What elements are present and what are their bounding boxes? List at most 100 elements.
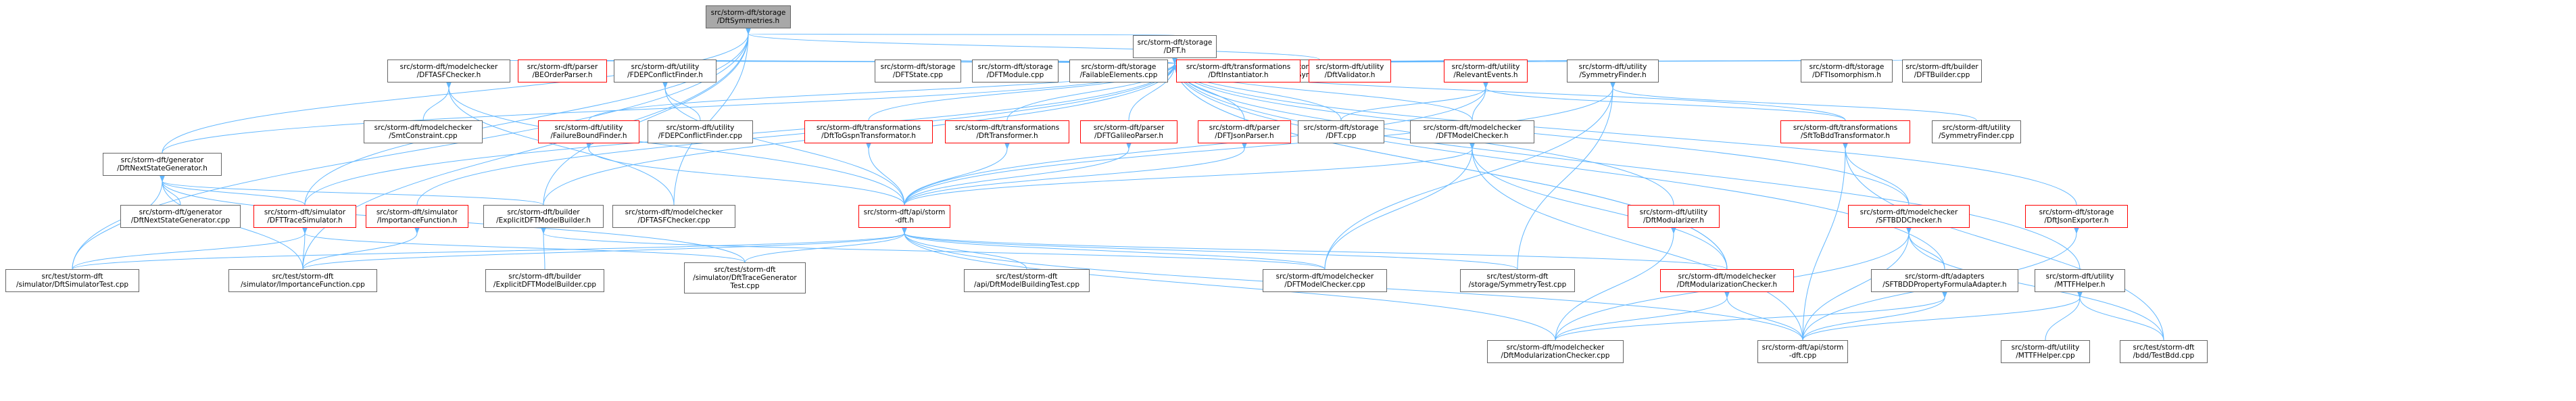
- graph-node-tracegentest[interactable]: src/test/storm-dft /simulator/DftTraceGe…: [684, 262, 806, 293]
- graph-node-relevant[interactable]: src/storm-dft/utility /RelevantEvents.h: [1444, 60, 1528, 82]
- graph-node-sftbddprop[interactable]: src/storm-dft/adapters /SFTBDDPropertyFo…: [1871, 269, 2018, 292]
- graph-node-dftmc[interactable]: src/storm-dft/modelchecker /DFTModelChec…: [1410, 120, 1534, 143]
- graph-edge-apistormcpp-to-sftbdd: [1802, 227, 1912, 341]
- graph-node-label: src/storm-dft/storage /DFT.h: [1137, 39, 1213, 55]
- graph-edge-fdepfindercpp-to-fdepfinder: [662, 81, 701, 121]
- graph-node-root[interactable]: src/storm-dft/storage /DftSymmetries.h: [706, 5, 791, 28]
- graph-node-label: src/storm-dft/transformations /DftToGspn…: [816, 124, 921, 140]
- graph-node-symfinder[interactable]: src/storm-dft/utility /SymmetryFinder.h: [1567, 60, 1659, 82]
- graph-node-symtest[interactable]: src/test/storm-dft /storage/SymmetryTest…: [1460, 269, 1575, 292]
- graph-node-label: src/storm-dft/utility /FDEPConflictFinde…: [627, 63, 703, 79]
- graph-node-galileo[interactable]: src/storm-dft/parser /DFTGalileoParser.h: [1080, 120, 1177, 143]
- graph-edge-simtest-to-tracesim: [72, 227, 308, 270]
- graph-node-dftmodulecpp[interactable]: src/storm-dft/storage /DFTModule.cpp: [972, 60, 1059, 82]
- graph-node-explicitbuildercpp[interactable]: src/storm-dft/builder /ExplicitDFTModelB…: [485, 269, 604, 292]
- graph-node-label: src/storm-dft/builder /ExplicitDFTModelB…: [493, 273, 597, 289]
- graph-node-label: src/storm-dft/parser /BEOrderParser.h: [527, 63, 598, 79]
- graph-node-jsonparser[interactable]: src/storm-dft/parser /DFTJsonParser.h: [1198, 120, 1291, 143]
- graph-node-failurebound[interactable]: src/storm-dft/utility /FailureBoundFinde…: [538, 120, 639, 143]
- graph-node-label: src/storm-dft/generator /DftNextStateGen…: [117, 156, 208, 172]
- graph-edge-dftsymcpp-to-root: [745, 27, 1320, 60]
- graph-node-label: src/storm-dft/utility /MTTFHelper.h: [2045, 273, 2114, 289]
- graph-node-label: src/storm-dft/builder /ExplicitDFTModelB…: [496, 208, 591, 225]
- graph-node-label: src/storm-dft/parser /DFTGalileoParser.h: [1093, 124, 1165, 140]
- graph-node-label: src/storm-dft/transformations /SftToBddT…: [1793, 124, 1898, 140]
- graph-node-apibuildtest[interactable]: src/test/storm-dft /api/DftModelBuilding…: [964, 269, 1090, 292]
- graph-edge-symtest-to-apistorm: [901, 227, 1518, 270]
- graph-edge-tracesim-to-nextstategen: [159, 174, 306, 206]
- graph-node-dftiso[interactable]: src/storm-dft/storage /DFTIsomorphism.h: [1801, 60, 1893, 82]
- graph-edge-simtest-to-apistorm: [72, 227, 908, 270]
- graph-node-tracesim[interactable]: src/storm-dft/simulator /DFTTraceSimulat…: [253, 205, 356, 228]
- graph-node-impfunc[interactable]: src/storm-dft/simulator /ImportanceFunct…: [366, 205, 468, 228]
- graph-node-asfcheckercpp[interactable]: src/storm-dft/modelchecker /DFTASFChecke…: [612, 205, 735, 228]
- graph-node-beorder[interactable]: src/storm-dft/parser /BEOrderParser.h: [518, 60, 607, 82]
- graph-node-dftstatecpp[interactable]: src/storm-dft/storage /DFTState.cpp: [875, 60, 961, 82]
- graph-node-modchecker[interactable]: src/storm-dft/modelchecker /DftModulariz…: [1660, 269, 1794, 292]
- graph-node-dfttransformer[interactable]: src/storm-dft/transformations /DftTransf…: [945, 120, 1069, 143]
- graph-node-dftinst[interactable]: src/storm-dft/transformations /DftInstan…: [1176, 60, 1301, 82]
- graph-edge-simtest-to-nextstategen: [72, 174, 166, 270]
- graph-node-smtconstraint[interactable]: src/storm-dft/modelchecker /SmtConstrain…: [364, 120, 483, 143]
- graph-edge-tracegentest-to-tracesim: [301, 227, 746, 263]
- graph-node-label: src/test/storm-dft /storage/SymmetryTest…: [1468, 273, 1567, 289]
- graph-node-fdepfinder[interactable]: src/storm-dft/utility /FDEPConflictFinde…: [614, 60, 716, 82]
- graph-edge-explicitbuilder-to-nextstategen: [159, 174, 544, 206]
- graph-node-label: src/storm-dft/storage /DFTModule.cpp: [977, 63, 1053, 79]
- graph-node-tobdd[interactable]: src/storm-dft/transformations /SftToBddT…: [1780, 120, 1910, 143]
- graph-node-testbdd[interactable]: src/test/storm-dft /bdd/TestBdd.cpp: [2120, 340, 2208, 363]
- graph-node-jsonexporter[interactable]: src/storm-dft/storage /DftJsonExporter.h: [2025, 205, 2128, 228]
- graph-node-simtest[interactable]: src/test/storm-dft /simulator/DftSimulat…: [5, 269, 139, 292]
- graph-edge-apistormcpp-to-sftbddprop: [1802, 291, 1948, 341]
- graph-node-dfth[interactable]: src/storm-dft/storage /DFT.h: [1133, 35, 1217, 58]
- graph-node-fdepfindercpp[interactable]: src/storm-dft/utility /FDEPConflictFinde…: [648, 120, 753, 143]
- graph-node-label: src/storm-dft/modelchecker /DftModulariz…: [1501, 344, 1610, 360]
- graph-edge-smtconstraint-to-dftasfchecker: [422, 81, 452, 121]
- graph-node-nextstategen[interactable]: src/storm-dft/generator /DftNextStateGen…: [103, 153, 222, 176]
- graph-edge-symtest-to-symfinder: [1517, 81, 1616, 270]
- graph-node-label: src/test/storm-dft /simulator/DftTraceGe…: [693, 266, 797, 290]
- graph-edge-imptest-to-tracesim: [302, 227, 308, 270]
- graph-node-apistormcpp[interactable]: src/storm-dft/api/storm -dft.cpp: [1757, 340, 1848, 363]
- graph-node-togspn[interactable]: src/storm-dft/transformations /DftToGspn…: [804, 120, 933, 143]
- graph-node-label: src/storm-dft/transformations /DftInstan…: [1186, 63, 1291, 79]
- graph-node-symfindercpp[interactable]: src/storm-dft/utility /SymmetryFinder.cp…: [1932, 120, 2021, 143]
- graph-node-apistorm[interactable]: src/storm-dft/api/storm -dft.h: [858, 205, 950, 228]
- graph-edge-apistorm-to-symfinder: [904, 81, 1616, 206]
- graph-edge-dftcpp-to-relevant: [1340, 81, 1489, 121]
- graph-edge-apistorm-to-dfttransformer: [904, 142, 1011, 206]
- graph-edge-imptest-to-apistorm: [302, 227, 908, 270]
- graph-edge-nextstategen-to-root: [162, 27, 752, 154]
- graph-edge-apistormcpp-to-modchecker: [1724, 291, 1803, 341]
- graph-node-dftcpp[interactable]: src/storm-dft/storage /DFT.cpp: [1298, 120, 1384, 143]
- graph-node-dftasfchecker[interactable]: src/storm-dft/modelchecker /DFTASFChecke…: [387, 60, 510, 82]
- graph-node-nextstategencpp[interactable]: src/storm-dft/generator /DftNextStateGen…: [120, 205, 241, 228]
- graph-edge-apistormcpp-to-mttfhelper: [1802, 291, 2083, 341]
- graph-node-label: src/storm-dft/modelchecker /DFTModelChec…: [1275, 273, 1374, 289]
- graph-edge-modcheckercpp-to-modchecker: [1555, 291, 1730, 341]
- graph-edge-apistorm-to-jsonparser: [904, 142, 1248, 206]
- graph-edge-symfindercpp-to-symfinder: [1609, 81, 1977, 121]
- graph-node-label: src/storm-dft/utility /RelevantEvents.h: [1451, 63, 1520, 79]
- graph-node-label: src/storm-dft/api/storm -dft.cpp: [1761, 344, 1844, 360]
- graph-edge-modchecker-to-dftmc: [1469, 142, 1728, 270]
- graph-node-dftbuilder[interactable]: src/storm-dft/builder /DFTBuilder.cpp: [1902, 60, 1982, 82]
- graph-edge-impfunc-to-dfth: [416, 57, 1178, 206]
- graph-node-sftbdd[interactable]: src/storm-dft/modelchecker /SFTBDDChecke…: [1848, 205, 1970, 228]
- graph-node-label: src/test/storm-dft /bdd/TestBdd.cpp: [2133, 344, 2195, 360]
- graph-edge-apibuildtest-to-apistorm: [901, 227, 1027, 270]
- graph-node-mttfhelpercpp[interactable]: src/storm-dft/utility /MTTFHelper.cpp: [2001, 340, 2090, 363]
- graph-node-dftvalid[interactable]: src/storm-dft/utility /DftValidator.h: [1309, 60, 1391, 82]
- graph-node-mttfhelper[interactable]: src/storm-dft/utility /MTTFHelper.h: [2035, 269, 2125, 292]
- graph-node-modcheckercpp[interactable]: src/storm-dft/modelchecker /DftModulariz…: [1487, 340, 1624, 363]
- graph-node-dftmccpp[interactable]: src/storm-dft/modelchecker /DFTModelChec…: [1263, 269, 1387, 292]
- graph-node-explicitbuilder[interactable]: src/storm-dft/builder /ExplicitDFTModelB…: [483, 205, 604, 228]
- graph-edge-apistorm-to-dftmc: [904, 142, 1476, 206]
- graph-node-failablecpp[interactable]: src/storm-dft/storage /FailableElements.…: [1069, 60, 1168, 82]
- graph-node-modularizer[interactable]: src/storm-dft/utility /DftModularizer.h: [1628, 205, 1720, 228]
- graph-edge-modcheckercpp-to-sftbddprop: [1555, 291, 1948, 341]
- graph-node-imptest[interactable]: src/test/storm-dft /simulator/Importance…: [228, 269, 377, 292]
- graph-edge-dftmccpp-to-dftmc: [1324, 142, 1476, 270]
- graph-node-label: src/storm-dft/builder /DFTBuilder.cpp: [1905, 63, 1978, 79]
- graph-node-label: src/storm-dft/utility /FailureBoundFinde…: [550, 124, 627, 140]
